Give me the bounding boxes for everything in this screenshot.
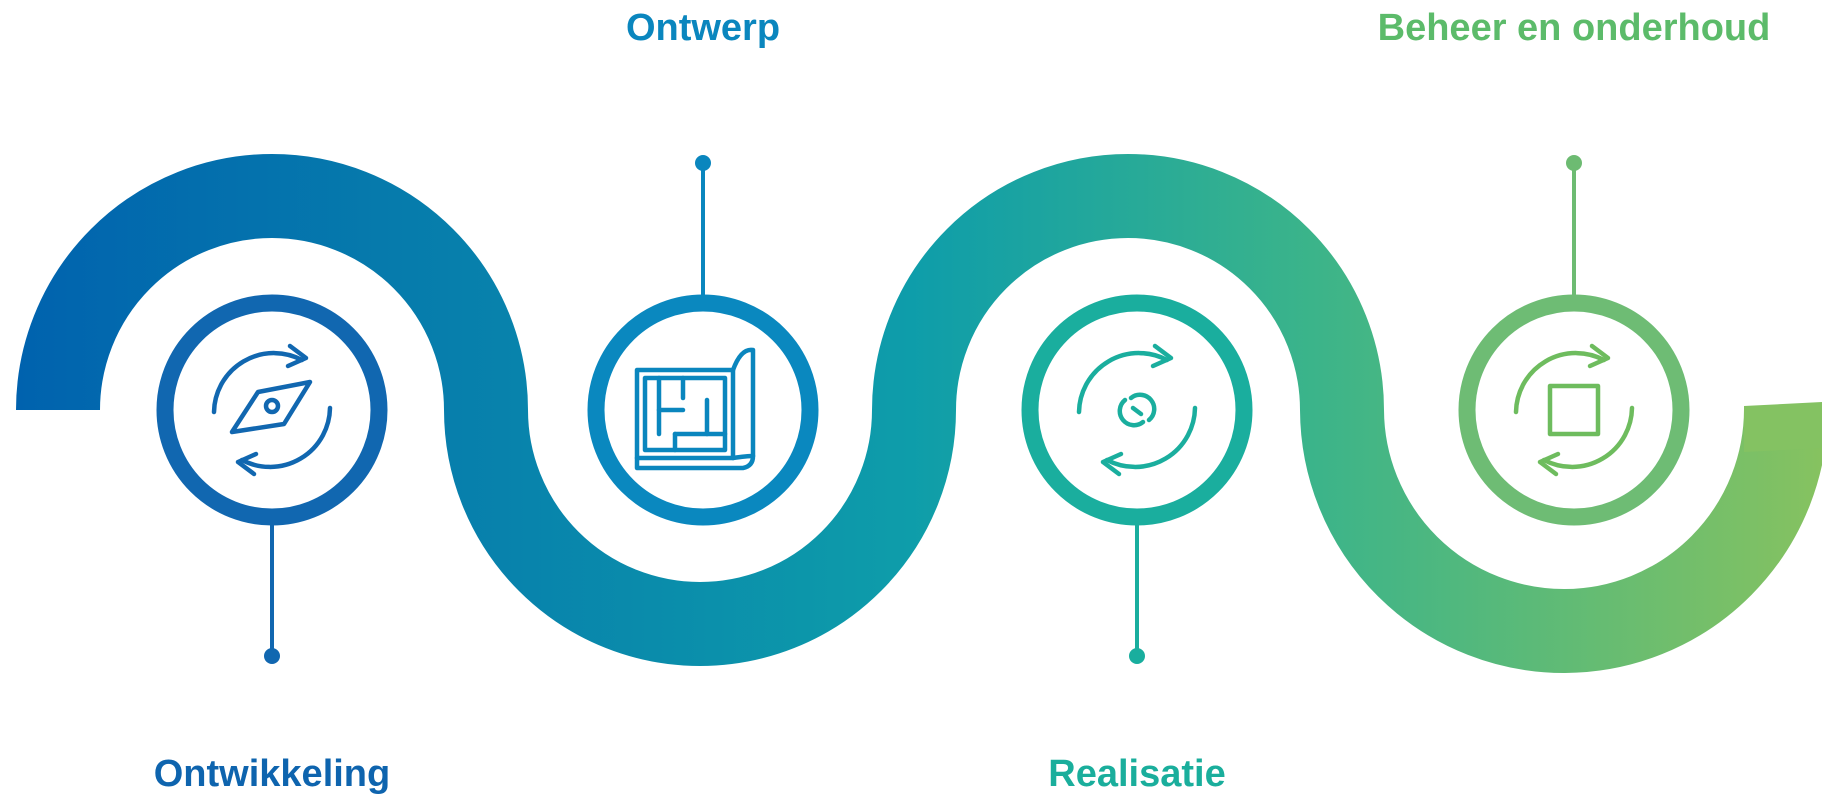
wave-tail xyxy=(1744,402,1822,452)
stage-1-dot xyxy=(264,648,280,664)
link-cycle-icon xyxy=(1076,343,1198,477)
blueprint-icon xyxy=(634,347,756,471)
stage-1-connector xyxy=(264,524,280,664)
wave-band xyxy=(16,154,1822,673)
stage-label-ontwikkeling: Ontwikkeling xyxy=(153,753,391,795)
stage-4-dot xyxy=(1566,155,1582,171)
stage-3-connector xyxy=(1129,524,1145,664)
stage-2-dot xyxy=(695,155,711,171)
compass-cycle-icon xyxy=(211,343,333,477)
square-cycle-icon xyxy=(1513,343,1635,477)
stage-4-circle xyxy=(1458,294,1690,526)
stage-label-beheer-en-onderhoud: Beheer en onderhoud xyxy=(1377,7,1771,49)
stage-3-dot xyxy=(1129,648,1145,664)
stage-2-circle xyxy=(587,294,819,526)
stage-label-ontwerp: Ontwerp xyxy=(625,7,781,49)
stage-4-connector xyxy=(1566,155,1582,296)
stage-2-connector xyxy=(695,155,711,296)
stage-label-realisatie: Realisatie xyxy=(1048,753,1226,795)
